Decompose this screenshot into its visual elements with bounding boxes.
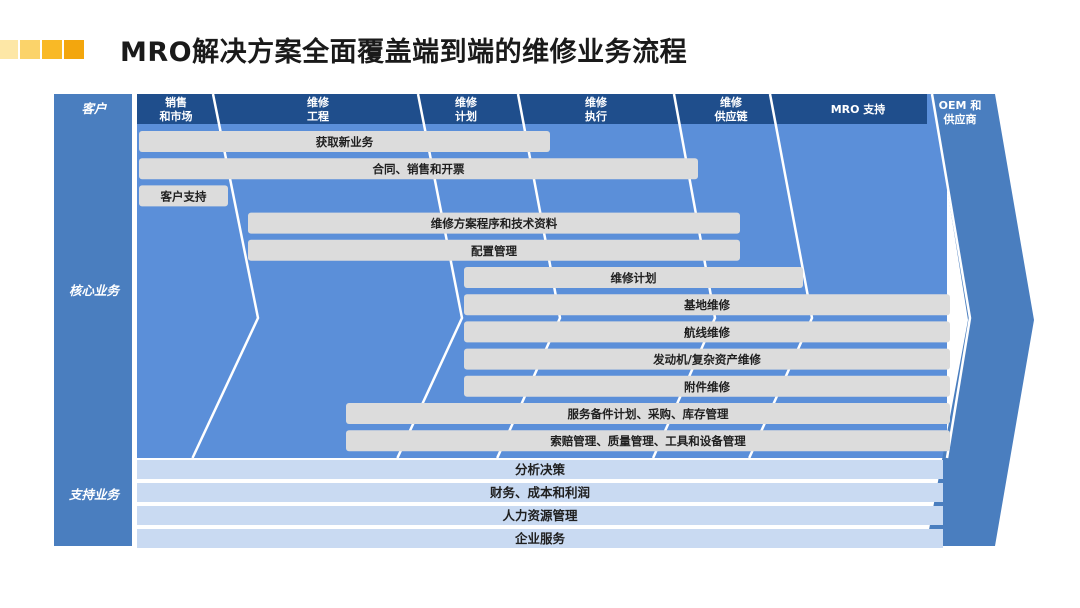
process-bar-label: 维修方案程序和技术资料 — [431, 217, 558, 231]
accent-block-4 — [64, 40, 84, 59]
process-bar-label: 合同、销售和开票 — [373, 162, 465, 176]
support-bar — [137, 506, 943, 525]
support-bar-label: 财务、成本和利润 — [489, 485, 590, 500]
process-bar — [346, 430, 950, 452]
support-bar-label: 人力资源管理 — [502, 508, 578, 523]
process-bar-label: 维修计划 — [611, 271, 657, 285]
process-bar-label: 配置管理 — [471, 244, 517, 258]
process-bar-label: 获取新业务 — [316, 135, 374, 149]
column-header-line1: 维修 — [720, 95, 743, 109]
accent-block-3 — [42, 40, 62, 59]
oem-label-line2: 供应商 — [943, 112, 977, 126]
support-bar — [137, 483, 943, 502]
process-bar — [464, 348, 950, 370]
side-column — [54, 94, 132, 546]
side-label-core: 核心业务 — [69, 283, 122, 298]
process-bar — [248, 212, 740, 234]
header-band — [137, 94, 927, 124]
process-bar — [139, 158, 698, 180]
process-bar — [464, 294, 950, 316]
column-header-line1: 维修 — [307, 95, 330, 109]
oem-label-line1: OEM 和 — [939, 98, 982, 112]
column-header-line2: 计划 — [455, 109, 477, 123]
column-header-line2: 工程 — [307, 109, 329, 123]
core-process-bars: 获取新业务合同、销售和开票客户支持维修方案程序和技术资料配置管理维修计划基地维修… — [139, 131, 950, 452]
process-bar-label: 航线维修 — [684, 325, 730, 339]
process-bar — [464, 375, 950, 397]
process-bar-label: 附件维修 — [684, 380, 730, 394]
process-bar — [139, 131, 550, 152]
column-header-line2: 供应链 — [714, 109, 749, 123]
column-header-line1: 维修 — [455, 95, 478, 109]
side-divider — [132, 94, 137, 546]
process-bar — [464, 321, 950, 343]
process-bar-label: 发动机/复杂资产维修 — [652, 353, 761, 367]
column-header-line1: 维修 — [585, 95, 608, 109]
process-bar — [346, 403, 950, 424]
support-bar — [137, 529, 943, 548]
support-bar — [137, 460, 943, 479]
column-divider — [930, 93, 972, 459]
process-bar — [248, 239, 740, 261]
accent-block-1 — [0, 40, 18, 59]
process-bar — [139, 185, 228, 207]
accent-block-2 — [20, 40, 40, 59]
support-bar-label: 企业服务 — [514, 531, 566, 546]
page-title: MRO解决方案全面覆盖端到端的维修业务流程 — [120, 37, 688, 68]
support-bar-label: 分析决策 — [515, 462, 566, 477]
process-bar-label: 客户支持 — [160, 189, 207, 203]
column-header-line1: 销售 — [165, 95, 187, 109]
oem-arrow — [926, 94, 1034, 546]
process-bar-label: 索赔管理、质量管理、工具和设备管理 — [550, 434, 746, 448]
process-bar — [464, 267, 803, 288]
column-header-line2: 和市场 — [160, 109, 193, 123]
side-label-customer: 客户 — [81, 101, 108, 116]
side-label-support: 支持业务 — [69, 487, 122, 502]
process-bar-label: 服务备件计划、采购、库存管理 — [568, 407, 729, 421]
column-header-line2: 执行 — [585, 109, 607, 123]
column-header: MRO 支持 — [831, 102, 886, 116]
process-bar-label: 基地维修 — [683, 298, 730, 312]
